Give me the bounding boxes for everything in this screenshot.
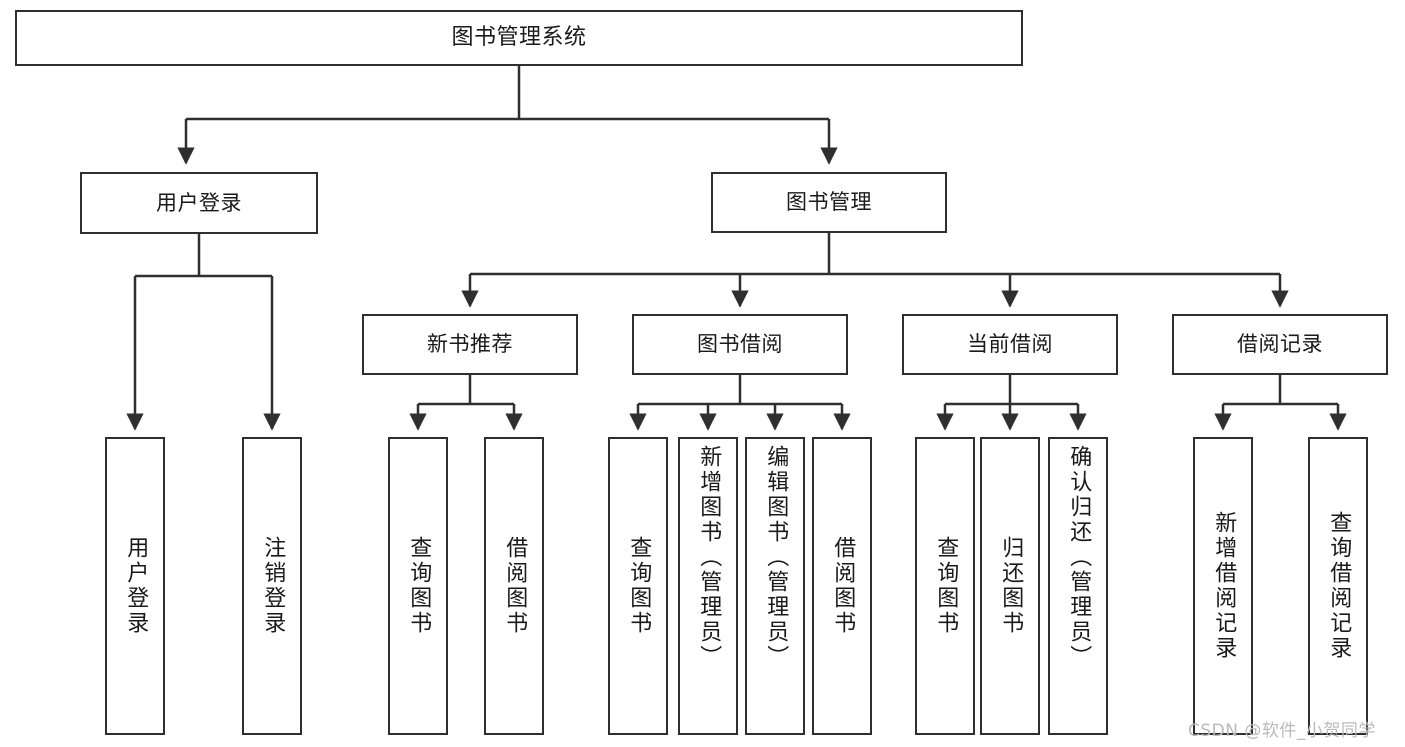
- node-leaf-query-book-2[interactable]: 查询图书: [608, 437, 668, 735]
- node-label: 用户登录: [123, 536, 149, 636]
- node-leaf-return-book[interactable]: 归还图书: [980, 437, 1040, 735]
- node-leaf-user-login[interactable]: 用户登录: [105, 437, 165, 735]
- node-label: 新书推荐: [427, 332, 513, 357]
- node-label: 注销登录: [260, 536, 286, 636]
- node-leaf-query-book-1[interactable]: 查询图书: [388, 437, 448, 735]
- node-book-management-system[interactable]: 图书管理系统: [15, 10, 1023, 66]
- node-label: 查询借阅记录: [1326, 511, 1352, 661]
- node-label: 用户登录: [156, 190, 242, 215]
- node-label: 借阅图书: [830, 536, 856, 636]
- node-current-borrow[interactable]: 当前借阅: [902, 314, 1118, 375]
- node-label: 查询图书: [406, 536, 432, 636]
- node-label: 新增借阅记录: [1211, 511, 1237, 661]
- node-label: 确认归还（管理员）: [1066, 445, 1092, 670]
- node-leaf-edit-book[interactable]: 编辑图书（管理员）: [745, 437, 805, 735]
- node-label: 借阅记录: [1237, 332, 1323, 357]
- node-label: 归还图书: [998, 536, 1024, 636]
- node-leaf-logout-login[interactable]: 注销登录: [242, 437, 302, 735]
- node-label: 借阅图书: [502, 536, 528, 636]
- node-book-management[interactable]: 图书管理: [711, 172, 947, 233]
- node-label: 图书管理: [786, 190, 872, 215]
- node-leaf-add-book[interactable]: 新增图书（管理员）: [678, 437, 738, 735]
- node-leaf-add-record[interactable]: 新增借阅记录: [1193, 437, 1253, 735]
- node-leaf-borrow-book-2[interactable]: 借阅图书: [812, 437, 872, 735]
- node-label: 查询图书: [626, 536, 652, 636]
- node-borrow-record[interactable]: 借阅记录: [1172, 314, 1388, 375]
- node-leaf-confirm-return[interactable]: 确认归还（管理员）: [1048, 437, 1108, 735]
- node-leaf-query-book-3[interactable]: 查询图书: [915, 437, 975, 735]
- node-label: 图书借阅: [697, 332, 783, 357]
- node-leaf-borrow-book-1[interactable]: 借阅图书: [484, 437, 544, 735]
- node-leaf-query-record[interactable]: 查询借阅记录: [1308, 437, 1368, 735]
- node-label: 图书管理系统: [451, 25, 587, 51]
- node-new-book-recommend[interactable]: 新书推荐: [362, 314, 578, 375]
- node-label: 查询图书: [933, 536, 959, 636]
- node-label: 新增图书（管理员）: [696, 445, 722, 670]
- node-user-login[interactable]: 用户登录: [80, 172, 318, 234]
- node-label: 当前借阅: [967, 332, 1053, 357]
- watermark-text: CSDN @软件_小贺同学: [1188, 721, 1376, 741]
- node-book-borrow[interactable]: 图书借阅: [632, 314, 848, 375]
- node-label: 编辑图书（管理员）: [763, 445, 789, 670]
